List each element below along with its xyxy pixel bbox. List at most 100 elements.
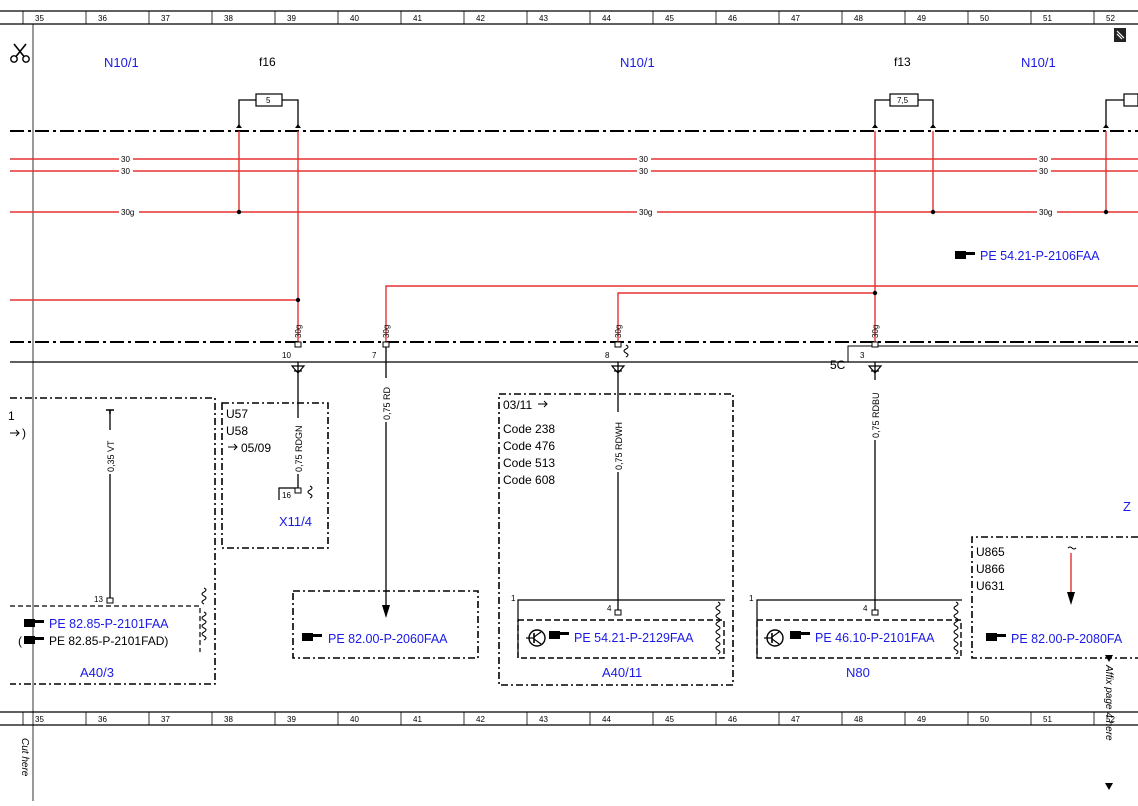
ref-pe-46-2101[interactable]: PE 46.10-P-2101FAA	[790, 631, 935, 645]
pin-8: 8	[605, 351, 610, 360]
pin-16: 16	[282, 491, 291, 500]
box-code-238: Code 238	[503, 422, 555, 436]
branch-triangles	[290, 365, 883, 374]
left-one: 1	[8, 409, 15, 423]
pointing-hand-icon	[24, 636, 44, 644]
scissors-icon	[10, 43, 30, 63]
left-paren: )	[22, 426, 26, 440]
bus-label-30-c1: 30	[1039, 155, 1048, 164]
ref-pe-2080-text: PE 82.00-P-2080FA	[1011, 632, 1123, 646]
component-box-u865: U865 U866 U631 PE 82.00-P-2080FA Z	[971, 499, 1138, 659]
pin-1-a: 1	[511, 594, 516, 603]
ruler-column-label: 36	[98, 14, 107, 23]
component-x11-4: X11/4	[279, 514, 312, 529]
bus-label-30g-a: 30g	[121, 208, 134, 217]
ruler-column-label: 46	[728, 715, 737, 724]
wire-tag-30g-4: 30g	[871, 325, 880, 338]
bus-label-30g-b: 30g	[639, 208, 652, 217]
page-corner-icon	[1114, 28, 1126, 42]
component-z-partial: Z	[1123, 499, 1131, 514]
header-f13: f13	[894, 55, 911, 69]
connector-bracket-5c	[847, 345, 1138, 362]
ref-pe-2106-text: PE 54.21-P-2106FAA	[980, 249, 1100, 263]
ruler-column-label: 41	[413, 14, 422, 23]
ruler-column-label: 51	[1043, 14, 1052, 23]
pointing-hand-icon	[955, 251, 975, 259]
wire-rdgn: 0,75 RDGN	[294, 425, 304, 472]
wire-tag-30g-2: 30g	[382, 325, 391, 338]
ruler-column-label: 45	[665, 14, 674, 23]
ruler-column-label: 39	[287, 715, 296, 724]
box-u865: U865	[976, 545, 1005, 559]
wire-rd: 0,75 RD	[382, 386, 392, 420]
bus-label-30-a1: 30	[121, 155, 130, 164]
ruler-column-label: 40	[350, 715, 359, 724]
component-n80: N80	[846, 665, 870, 680]
transistor-icon	[526, 629, 546, 647]
box-since-0311: 03/11	[503, 398, 532, 412]
ref-pe-2129[interactable]: PE 54.21-P-2129FAA	[549, 631, 694, 645]
box-code-513: Code 513	[503, 456, 555, 470]
fuse-f16-rating: 5	[266, 96, 271, 105]
affix-arrow-top	[1105, 655, 1113, 662]
ruler-column-label: 48	[854, 14, 863, 23]
pin-4-a: 4	[607, 604, 612, 613]
component-box-n80: 1 4 PE 46.10-P-2101FAA N80	[749, 594, 962, 680]
pointing-hand-icon	[790, 631, 810, 639]
bus-label-30-c2: 30	[1039, 167, 1048, 176]
ref-pe-46-2101-text: PE 46.10-P-2101FAA	[815, 631, 935, 645]
pin-5c: 5C	[830, 358, 846, 372]
ruler-column-label: 50	[980, 715, 989, 724]
affix-arrow-bottom	[1105, 783, 1113, 790]
ruler-column-label: 50	[980, 14, 989, 23]
ruler-column-label: 49	[917, 715, 926, 724]
ruler-column-label: 46	[728, 14, 737, 23]
ref-pe-2101fad[interactable]: ( PE 82.85-P-2101FAD)	[18, 634, 168, 648]
ref-pe-2106[interactable]: PE 54.21-P-2106FAA	[955, 249, 1100, 263]
box-u58: U58	[226, 424, 248, 438]
bus-label-30-b2: 30	[639, 167, 648, 176]
ruler-column-label: 38	[224, 715, 233, 724]
pointing-hand-icon	[302, 633, 322, 641]
fuse-f13-rating: 7,5	[897, 96, 909, 105]
header-n10-1-b: N10/1	[620, 55, 655, 70]
wire-rdwh: 0,75 RDWH	[614, 422, 624, 470]
ruler-column-label: 42	[476, 14, 485, 23]
box-since-0509: 05/09	[241, 441, 271, 455]
component-a40-3: A40/3	[80, 665, 114, 680]
ref-pe-2101faa[interactable]: PE 82.85-P-2101FAA	[24, 617, 169, 631]
fuse-f13: 7,5	[872, 93, 936, 128]
ruler-column-label: 44	[602, 14, 611, 23]
wire-rdbu: 0,75 RDBU	[871, 392, 881, 438]
component-box-x11-4: U57 U58 05/09 16 X11/4	[221, 402, 329, 549]
ruler-column-label: 43	[539, 14, 548, 23]
wire-tag-30g-1: 30g	[294, 325, 303, 338]
ref-pe-2129-text: PE 54.21-P-2129FAA	[574, 631, 694, 645]
header-n10-1-a: N10/1	[104, 55, 139, 70]
bus-label-30-b1: 30	[639, 155, 648, 164]
transistor-icon	[764, 629, 784, 647]
ref-box-pe-2060[interactable]: PE 82.00-P-2060FAA	[292, 590, 479, 659]
box-u631: U631	[976, 579, 1005, 593]
pin-13: 13	[94, 595, 103, 604]
ruler-column-label: 40	[350, 14, 359, 23]
ruler-column-label: 39	[287, 14, 296, 23]
box-u866: U866	[976, 562, 1005, 576]
ruler-column-label: 44	[602, 715, 611, 724]
pin-4-b: 4	[863, 604, 868, 613]
ruler-column-label: 37	[161, 14, 170, 23]
ruler-column-label: 42	[476, 715, 485, 724]
fuse-partial-right	[1103, 93, 1138, 128]
ruler-column-label: 48	[854, 715, 863, 724]
box-u57: U57	[226, 407, 248, 421]
left-open-paren: (	[18, 634, 22, 648]
ref-pe-2101faa-text: PE 82.85-P-2101FAA	[49, 617, 169, 631]
box-code-608: Code 608	[503, 473, 555, 487]
wire-tag-30g-3: 30g	[614, 325, 623, 338]
ruler-column-label: 37	[161, 715, 170, 724]
connector-pins	[294, 341, 879, 358]
box-code-476: Code 476	[503, 439, 555, 453]
ref-pe-2080[interactable]: PE 82.00-P-2080FA	[986, 632, 1123, 646]
